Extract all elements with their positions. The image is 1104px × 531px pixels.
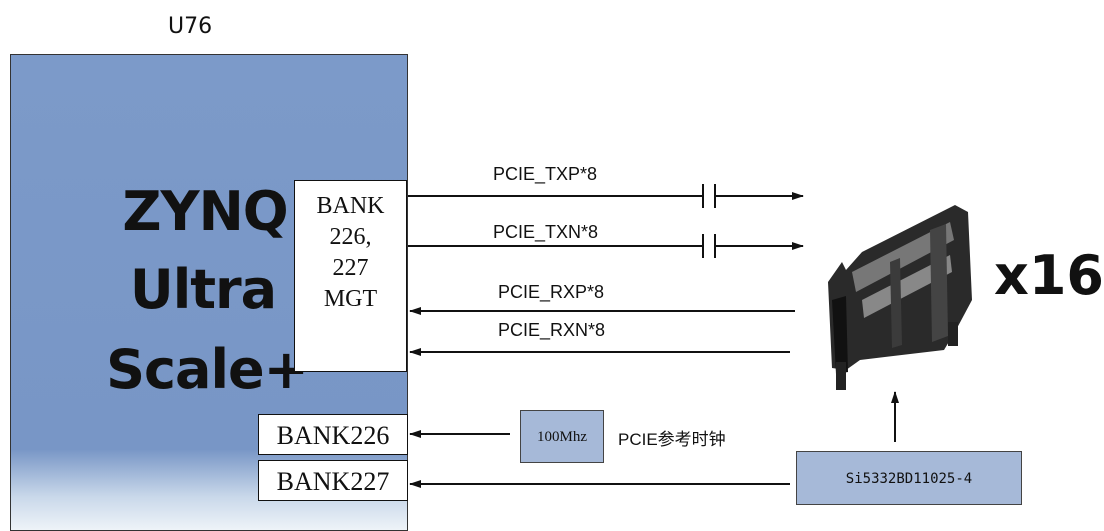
signal-label-txp: PCIE_TXP*8 [493, 164, 598, 184]
mgt-bank-line-1: BANK [316, 193, 385, 219]
signal-label-txn: PCIE_TXN*8 [493, 222, 599, 242]
chip-name-line-1: ZYNQ [122, 180, 288, 243]
chip-name-line-3: Scale+ [106, 338, 309, 401]
signal-wires [408, 184, 972, 488]
mgt-bank-line-2: 226, [329, 224, 372, 250]
oscillator-box: 100Mhz [520, 410, 604, 463]
connector-width-label: x16 [994, 244, 1104, 307]
mgt-bank-line-3: 227 [332, 255, 369, 281]
bank226-clock-box: BANK226 [258, 414, 408, 455]
mgt-bank-box: BANK 226, 227 MGT [294, 180, 407, 372]
txp-line [408, 184, 804, 208]
clock-generator-box: Si5332BD11025-4 [796, 451, 1022, 505]
bank227-clock-box: BANK227 [258, 460, 408, 501]
reference-clock-caption: PCIE参考时钟 [618, 430, 726, 449]
chip-designator: U76 [168, 14, 213, 39]
chip-name-line-2: Ultra [129, 258, 277, 321]
signal-label-rxn: PCIE_RXN*8 [498, 320, 606, 340]
signal-label-rxp: PCIE_RXP*8 [498, 282, 605, 302]
txn-line [408, 234, 804, 258]
pcie-slot-icon [828, 205, 972, 390]
mgt-bank-line-4: MGT [323, 286, 378, 312]
